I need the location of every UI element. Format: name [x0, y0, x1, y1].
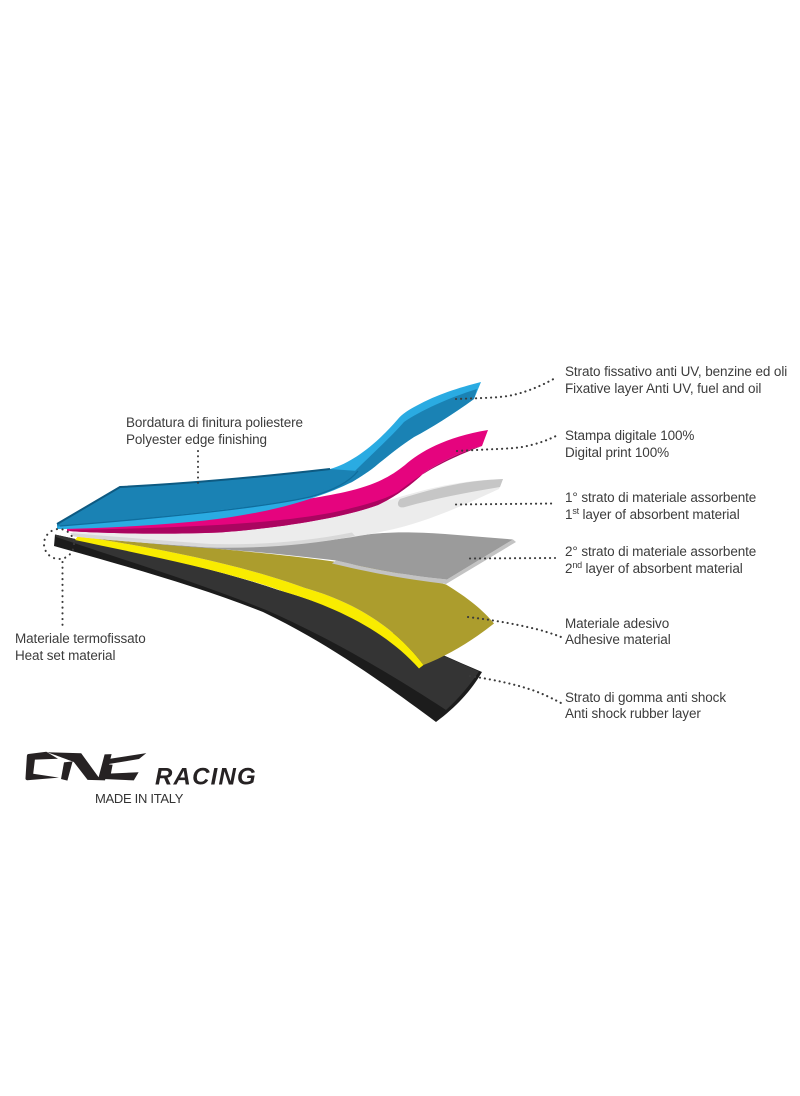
svg-text:RACING: RACING	[155, 764, 257, 791]
